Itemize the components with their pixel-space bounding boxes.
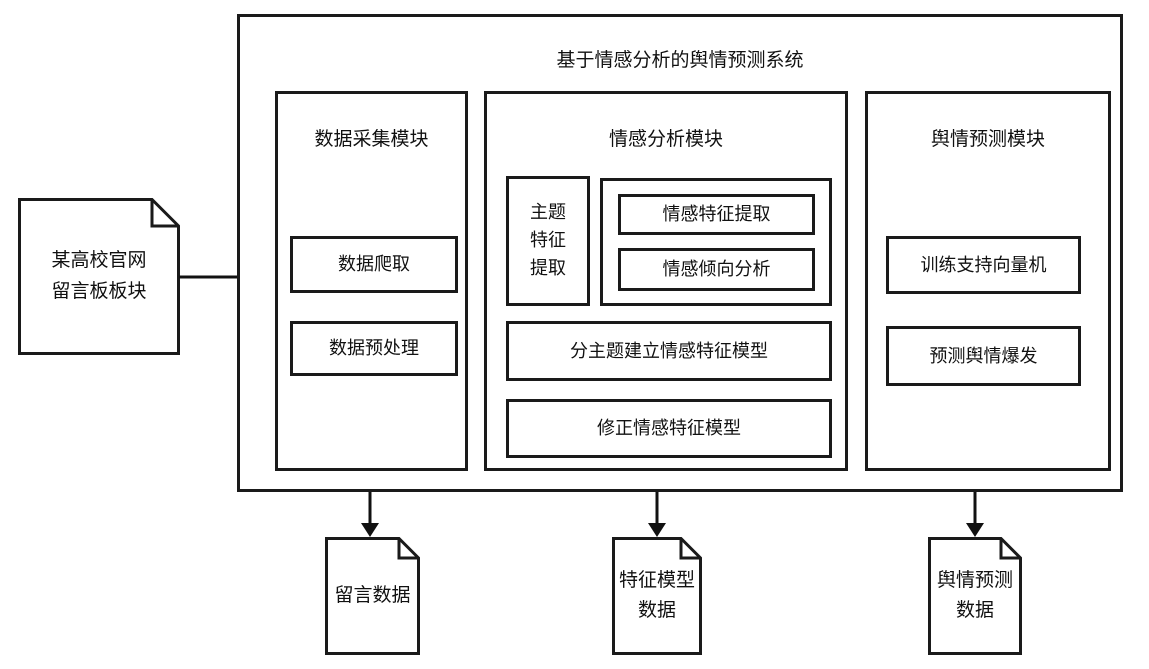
step-train-svm-label: 训练支持向量机 <box>920 254 1047 275</box>
document-shape-icon <box>325 537 420 655</box>
module-data-collection-title: 数据采集模块 <box>314 129 429 150</box>
system-box: 基于情感分析的舆情预测系统 数据采集模块 数据爬取 数据预处理 情感分析模块 主… <box>237 14 1123 492</box>
document-shape-icon <box>18 198 180 355</box>
step-sentiment-feature-extraction-label: 情感特征提取 <box>662 204 771 224</box>
output-arrow-prediction-icon <box>966 492 984 537</box>
step-train-svm: 训练支持向量机 <box>886 236 1081 294</box>
output-arrow-prediction-line <box>973 492 977 526</box>
input-document-line1: 某高校官网 <box>51 250 147 272</box>
system-title: 基于情感分析的舆情预测系统 <box>556 50 804 71</box>
output-arrow-messages-line <box>368 492 372 526</box>
input-document-line2: 留言板板块 <box>51 280 147 302</box>
step-sentiment-tendency-analysis-label: 情感倾向分析 <box>662 259 771 279</box>
module-opinion-prediction-title: 舆情预测模块 <box>930 129 1045 150</box>
input-document: 某高校官网 留言板板块 <box>18 198 180 355</box>
document-shape-icon <box>612 537 702 655</box>
document-shape-icon <box>928 537 1022 655</box>
step-sentiment-feature-extraction: 情感特征提取 <box>618 194 815 235</box>
input-arrow-line <box>179 275 258 279</box>
output-arrow-messages-icon <box>361 492 379 537</box>
output-arrow-feature-model-line <box>655 492 659 526</box>
module-sentiment-analysis: 情感分析模块 主题特征提取 情感特征提取 情感倾向分析 分主题建立情感特征模型 … <box>484 91 848 471</box>
step-data-preprocess-label: 数据预处理 <box>329 338 419 358</box>
module-data-collection: 数据采集模块 数据爬取 数据预处理 <box>275 91 468 471</box>
output-document-messages: 留言数据 <box>325 537 420 655</box>
output-document-messages-text: 留言数据 <box>325 537 420 655</box>
step-build-feature-model-label: 分主题建立情感特征模型 <box>570 340 768 361</box>
input-document-text: 某高校官网 留言板板块 <box>18 198 180 355</box>
step-predict-outbreak: 预测舆情爆发 <box>886 326 1081 386</box>
output-document-prediction-text: 舆情预测数据 <box>928 537 1022 655</box>
step-build-feature-model: 分主题建立情感特征模型 <box>506 321 832 381</box>
step-sentiment-tendency-analysis: 情感倾向分析 <box>618 248 815 291</box>
step-data-crawl-label: 数据爬取 <box>338 254 410 274</box>
step-revise-feature-model-label: 修正情感特征模型 <box>597 418 741 438</box>
output-arrow-prediction-head <box>966 523 984 537</box>
output-arrow-messages-head <box>361 523 379 537</box>
module-sentiment-analysis-title: 情感分析模块 <box>608 129 723 150</box>
output-document-feature-model-text: 特征模型数据 <box>612 537 702 655</box>
module-opinion-prediction: 舆情预测模块 训练支持向量机 预测舆情爆发 <box>865 91 1111 471</box>
output-document-prediction: 舆情预测数据 <box>928 537 1022 655</box>
output-document-prediction-label: 舆情预测数据 <box>936 569 1013 621</box>
step-predict-outbreak-label: 预测舆情爆发 <box>929 345 1038 366</box>
output-document-feature-model: 特征模型数据 <box>612 537 702 655</box>
step-data-crawl: 数据爬取 <box>290 236 458 293</box>
step-topic-feature-extraction-label: 主题特征提取 <box>530 202 566 278</box>
step-data-preprocess: 数据预处理 <box>290 321 458 376</box>
sentiment-inner-group: 情感特征提取 情感倾向分析 <box>600 178 832 306</box>
output-document-feature-model-label: 特征模型数据 <box>618 569 695 621</box>
output-arrow-feature-model-icon <box>648 492 666 537</box>
step-topic-feature-extraction: 主题特征提取 <box>506 176 590 306</box>
output-arrow-feature-model-head <box>648 523 666 537</box>
output-document-messages-label: 留言数据 <box>334 584 411 606</box>
step-revise-feature-model: 修正情感特征模型 <box>506 399 832 458</box>
